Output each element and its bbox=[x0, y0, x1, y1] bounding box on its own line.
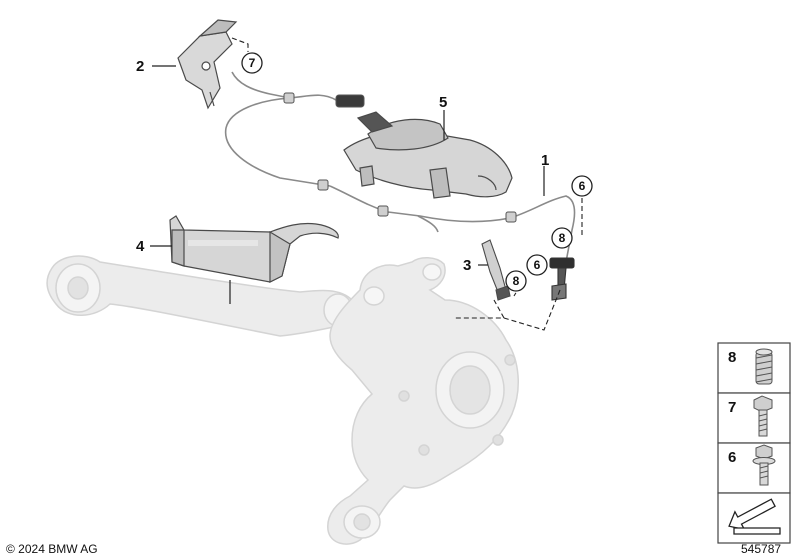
callout-5: 5 bbox=[439, 94, 447, 111]
wheel-carrier-ghost bbox=[327, 257, 519, 545]
circled-ref-6-mid: 6 bbox=[526, 254, 548, 276]
legend-panel: 8 7 6 bbox=[717, 342, 791, 544]
control-arm-ghost bbox=[46, 255, 356, 337]
copyright-text: © 2024 BMW AG bbox=[6, 542, 98, 556]
clip-part-3 bbox=[481, 239, 511, 301]
support-bracket-part-4 bbox=[169, 215, 339, 283]
callout-4: 4 bbox=[136, 238, 145, 255]
circled-ref-8-right: 8 bbox=[551, 227, 573, 249]
circled-ref-7-top: 7 bbox=[241, 52, 263, 74]
legend-item-7-number: 7 bbox=[728, 399, 736, 416]
svg-text:6: 6 bbox=[579, 179, 586, 193]
flange-bolt-icon bbox=[752, 444, 776, 486]
hex-bolt-icon bbox=[753, 395, 773, 437]
svg-text:6: 6 bbox=[534, 258, 541, 272]
svg-text:8: 8 bbox=[513, 274, 520, 288]
cable-clips bbox=[283, 92, 517, 223]
legend-item-6-number: 6 bbox=[728, 449, 736, 466]
callout-3: 3 bbox=[463, 257, 471, 274]
diagram-id: 545787 bbox=[741, 542, 781, 556]
circled-ref-8-mid: 8 bbox=[505, 270, 527, 292]
threaded-insert-icon bbox=[755, 348, 773, 385]
leader-lines bbox=[150, 65, 545, 304]
callout-1: 1 bbox=[541, 152, 549, 169]
legend-item-8-number: 8 bbox=[728, 349, 736, 366]
circled-ref-6-right: 6 bbox=[571, 175, 593, 197]
callout-2: 2 bbox=[136, 58, 144, 75]
sensor-cable bbox=[224, 71, 576, 263]
speed-sensor bbox=[549, 257, 575, 301]
svg-text:8: 8 bbox=[559, 231, 566, 245]
housing-part-5 bbox=[343, 111, 513, 199]
bracket-part-2 bbox=[177, 19, 238, 110]
svg-text:7: 7 bbox=[249, 56, 256, 70]
arrow-next-icon[interactable] bbox=[724, 494, 781, 535]
